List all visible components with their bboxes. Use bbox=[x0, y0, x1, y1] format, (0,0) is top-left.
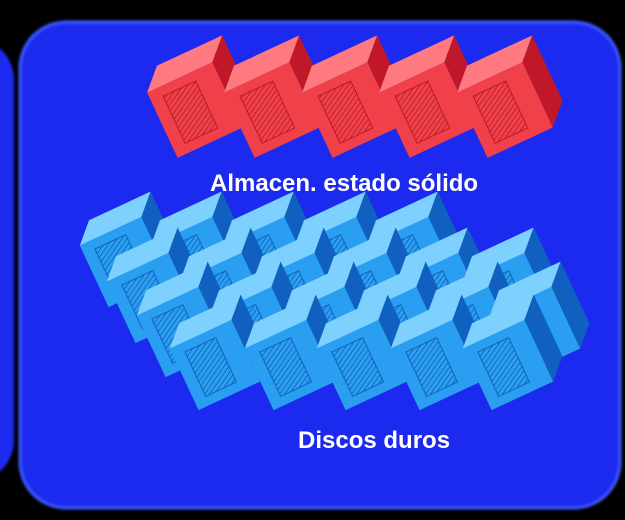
cube-hatch-border bbox=[184, 336, 238, 398]
cube-top-face bbox=[462, 294, 534, 349]
cube-hatch-border bbox=[162, 80, 219, 144]
cube-hatch-panel bbox=[318, 81, 373, 144]
cube-hatch-border bbox=[239, 80, 296, 144]
cube-top-face bbox=[457, 35, 533, 93]
cube-top-face bbox=[390, 294, 462, 349]
cube-top-face bbox=[379, 35, 455, 93]
cube-hatch-panel bbox=[473, 81, 528, 144]
cube-top-face bbox=[147, 35, 223, 93]
cube-side-face bbox=[522, 35, 563, 128]
cube-hatch-panel bbox=[331, 337, 384, 397]
cube-top-face bbox=[294, 191, 366, 246]
cube-top-face bbox=[79, 191, 151, 246]
hdd-cube-22 bbox=[462, 294, 563, 411]
left-panel bbox=[0, 48, 14, 472]
cube-top-face bbox=[462, 227, 534, 282]
cube-top-face bbox=[316, 294, 388, 349]
cube-hatch-border bbox=[259, 336, 313, 398]
cube-top-face bbox=[224, 35, 300, 93]
cube-hatch-panel bbox=[395, 81, 450, 144]
cube-hatch-border bbox=[472, 80, 529, 144]
hdd-cube-18 bbox=[169, 294, 270, 411]
cube-top-face bbox=[222, 191, 294, 246]
hard-disks-label: Discos duros bbox=[298, 427, 451, 454]
cube-top-face bbox=[244, 294, 316, 349]
cube-hatch-panel bbox=[405, 337, 458, 397]
cube-hatch-panel bbox=[240, 81, 295, 144]
cube-hatch-panel bbox=[184, 337, 237, 397]
ssd-cube-5 bbox=[457, 35, 563, 158]
cube-side-face bbox=[551, 261, 590, 349]
cube-top-face bbox=[302, 35, 378, 93]
cube-hatch-border bbox=[394, 80, 451, 144]
cube-side-face bbox=[524, 294, 563, 382]
cube-hatch-border bbox=[477, 336, 531, 398]
cube-hatch-panel bbox=[163, 81, 218, 144]
hdd-block-group bbox=[79, 191, 590, 411]
cube-top-face bbox=[106, 227, 178, 282]
cube-hatch-panel bbox=[477, 337, 530, 397]
ssd-cube-1 bbox=[147, 35, 253, 158]
cube-hatch-panel bbox=[259, 337, 312, 397]
cube-top-face bbox=[136, 261, 208, 316]
cube-top-face bbox=[366, 191, 438, 246]
cube-top-face bbox=[169, 294, 241, 349]
cube-hatch-border bbox=[405, 336, 459, 398]
solid-state-storage-label: Almacen. estado sólido bbox=[210, 170, 479, 197]
cube-top-face bbox=[489, 261, 561, 316]
ssd-block-group bbox=[147, 35, 563, 158]
cube-hatch-border bbox=[317, 80, 374, 144]
cube-hatch-border bbox=[331, 336, 385, 398]
cube-top-face bbox=[426, 261, 498, 316]
